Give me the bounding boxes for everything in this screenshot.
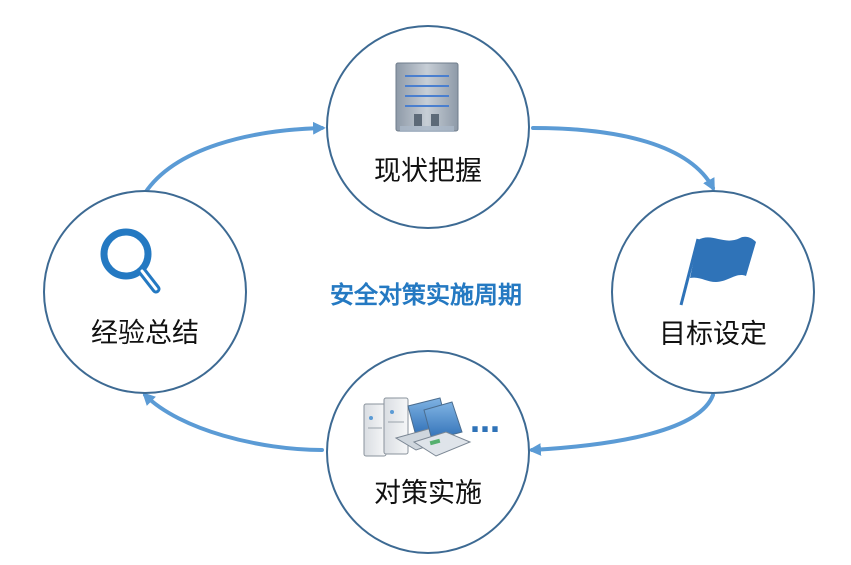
flag-icon [679, 236, 756, 306]
arrow-action-to-experience [142, 392, 324, 452]
node-circle [43, 190, 247, 394]
node-label: 目标设定 [659, 319, 767, 350]
node-label: 经验总结 [91, 318, 199, 349]
computers-icon [363, 397, 472, 457]
node-countermeasure-implementation: … 对策实施 [326, 350, 530, 554]
node-circle [326, 350, 530, 554]
arrow-target-to-action [528, 393, 715, 456]
node-label: 对策实施 [374, 478, 482, 509]
node-status-assessment: 现状把握 [326, 25, 530, 229]
cycle-title: 安全对策实施周期 [330, 281, 522, 309]
node-label: 现状把握 [374, 156, 482, 187]
arrow-status-to-target [531, 126, 715, 192]
node-circle [611, 190, 815, 394]
node-target-setting: 目标设定 [611, 190, 815, 394]
magnifier-icon [100, 228, 161, 294]
arrow-experience-to-status [143, 121, 326, 195]
ellipsis-text: … [470, 405, 500, 440]
document-icon [395, 62, 459, 132]
node-experience-summary: 经验总结 [43, 190, 247, 394]
cycle-arrows [142, 121, 715, 456]
